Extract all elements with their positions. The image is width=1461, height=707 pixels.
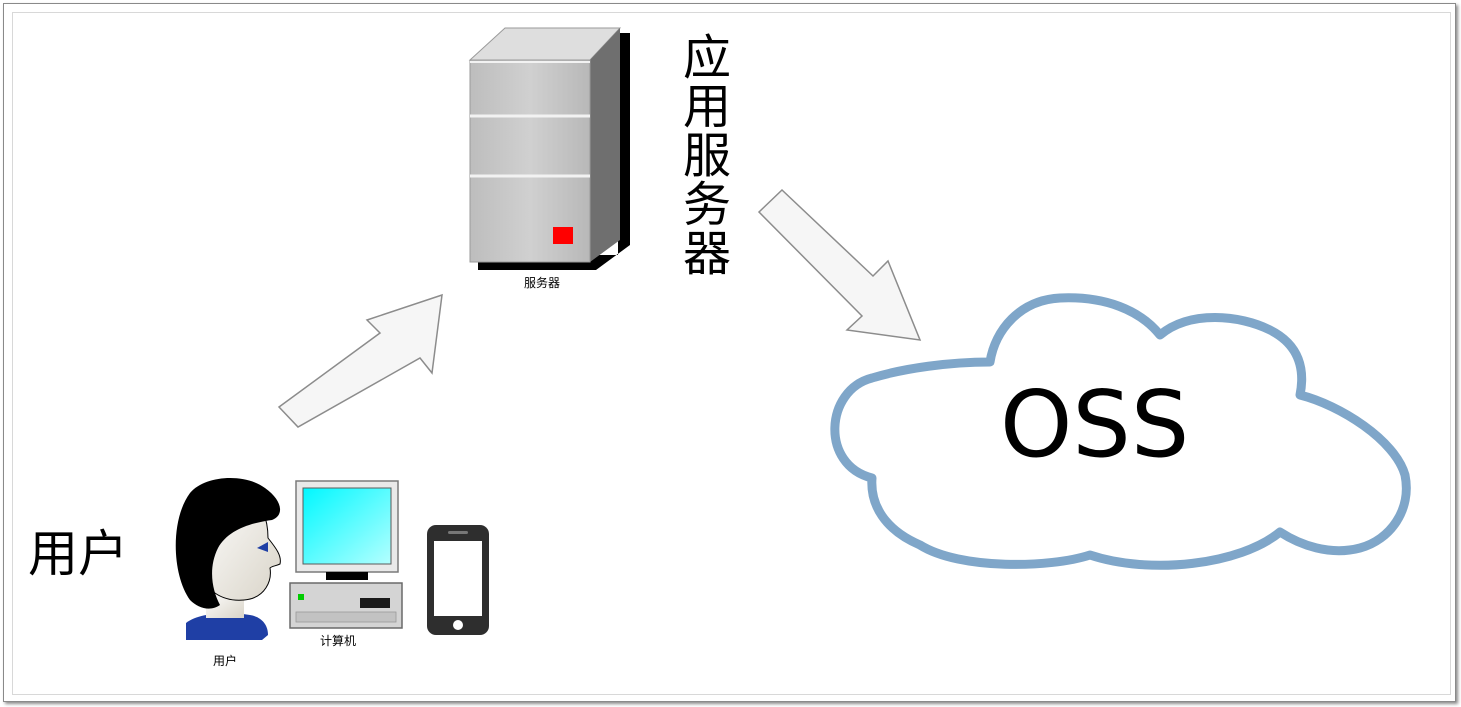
computer-caption: 计算机 (320, 634, 357, 648)
arrow-icon (757, 188, 922, 341)
server-indicator (553, 227, 573, 244)
user-caption: 用户 (213, 654, 238, 668)
diagram-inner-border (12, 12, 1451, 695)
oss-label: OSS (1000, 371, 1190, 478)
computer-icon (289, 480, 403, 629)
server-title: 应用服务器 (674, 32, 730, 277)
arrow-icon (277, 293, 443, 428)
server-caption: 服务器 (524, 276, 561, 290)
cloud-icon (830, 293, 1411, 570)
server-icon (468, 27, 630, 270)
phone-icon (427, 525, 489, 635)
user-icon (175, 477, 281, 640)
user-title: 用户 (28, 525, 128, 583)
